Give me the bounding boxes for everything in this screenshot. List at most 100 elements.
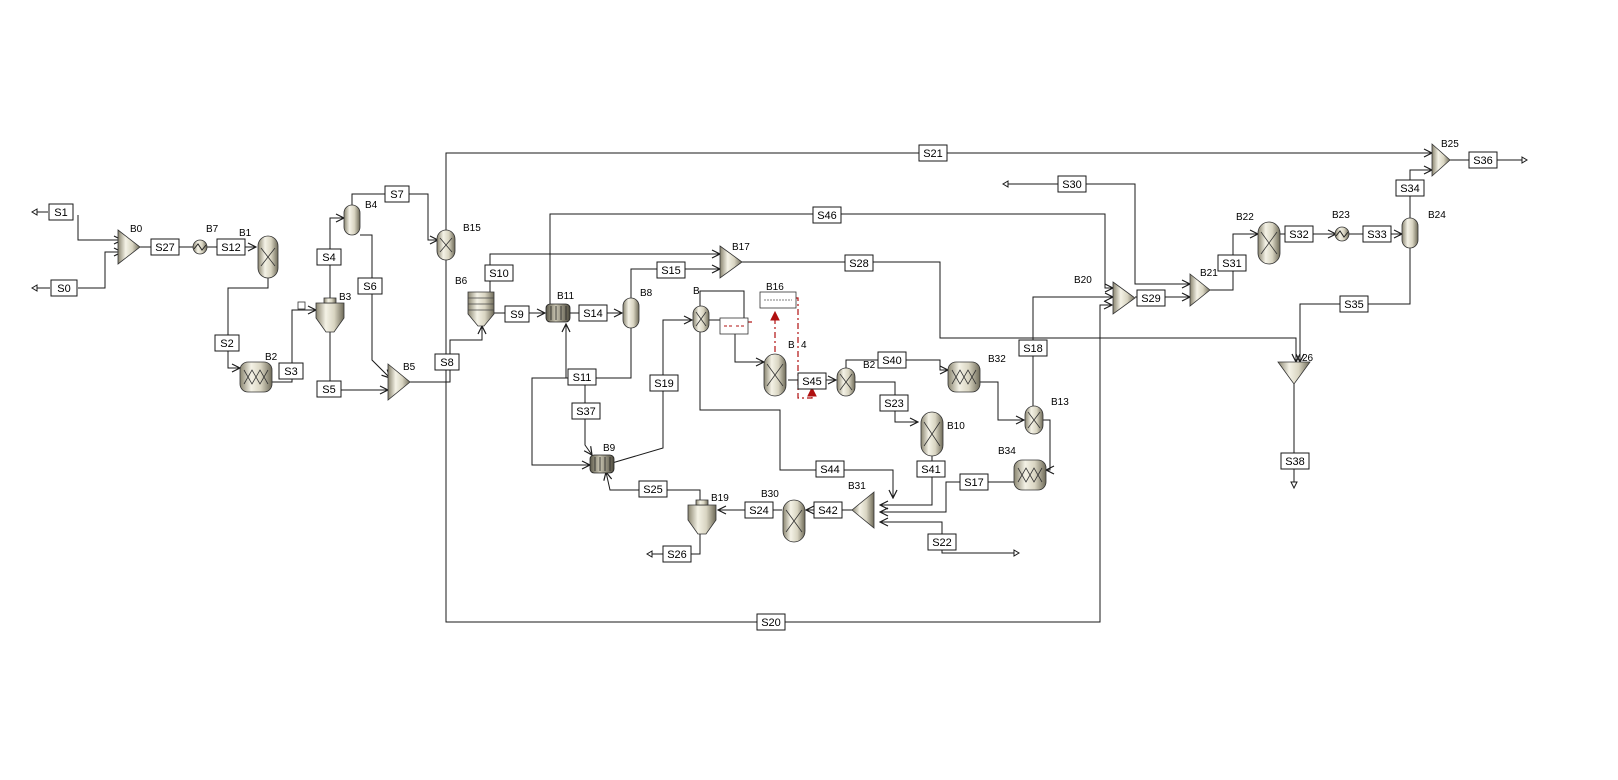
separator-b19[interactable] (687, 504, 717, 535)
stream-label-s38[interactable]: S38 (1280, 452, 1310, 470)
stream-label-s10[interactable]: S10 (484, 264, 514, 282)
stream-label-s11[interactable]: S11 (567, 368, 597, 386)
stream-label-s1[interactable]: S1 (48, 203, 74, 221)
stream-line-s17[interactable] (880, 481, 1014, 512)
separator-b6[interactable] (467, 291, 495, 327)
separator-b3-port (297, 301, 306, 310)
stream-label-s20[interactable]: S20 (756, 613, 786, 631)
heat-exchanger-b9[interactable] (589, 454, 615, 474)
stream-line-s11[interactable] (566, 324, 632, 379)
stream-label-s34[interactable]: S34 (1395, 179, 1425, 197)
reactor-b32-pattern (951, 369, 977, 385)
stream-label-s17[interactable]: S17 (959, 473, 989, 491)
stream-label-s23[interactable]: S23 (879, 394, 909, 412)
stream-line-s20[interactable] (445, 258, 1112, 623)
stream-label-s36[interactable]: S36 (1468, 151, 1498, 169)
stream-label-s4[interactable]: S4 (316, 248, 342, 266)
stream-label-s42[interactable]: S42 (813, 501, 843, 519)
stream-label-s44[interactable]: S44 (815, 460, 845, 478)
stream-label-s27-text: S27 (155, 242, 175, 254)
stream-label-s18[interactable]: S18 (1018, 339, 1048, 357)
mixer-b20[interactable] (1112, 281, 1136, 315)
stream-line-s34[interactable] (1409, 170, 1432, 218)
stream-label-s3-text: S3 (284, 366, 297, 378)
stream-label-s7[interactable]: S7 (384, 185, 410, 203)
stream-line-s3[interactable] (270, 310, 316, 383)
stream-line-s10[interactable] (489, 254, 720, 296)
stream-label-s8[interactable]: S8 (434, 353, 460, 371)
feed-arrow-s1 (31, 208, 38, 216)
stream-label-s24[interactable]: S24 (744, 501, 774, 519)
stream-label-s1-text: S1 (54, 207, 67, 219)
reactor-b22-pattern (1260, 231, 1278, 255)
stream-label-s28[interactable]: S28 (844, 254, 874, 272)
stream-line-s8[interactable] (410, 326, 482, 383)
mixer-b25[interactable] (1431, 143, 1451, 177)
flash-b24[interactable] (1401, 217, 1419, 249)
heater-b23-zigzag (1335, 230, 1349, 238)
mixer-b5[interactable] (387, 363, 411, 401)
stream-label-s41[interactable]: S41 (916, 460, 946, 478)
stream-label-s26[interactable]: S26 (662, 545, 692, 563)
stream-line-s21[interactable] (445, 153, 1432, 232)
block-label-b18: B (693, 286, 700, 297)
stream-label-s15[interactable]: S15 (656, 261, 686, 279)
block-label-b23: B23 (1332, 210, 1350, 221)
stream-label-s19[interactable]: S19 (649, 374, 679, 392)
reactor-b10-pattern (923, 421, 941, 447)
stream-line-s4[interactable] (329, 218, 344, 300)
stream-label-s31[interactable]: S31 (1217, 254, 1247, 272)
stream-label-s30-text: S30 (1062, 179, 1082, 191)
stream-line-s7[interactable] (351, 193, 438, 240)
mixer-b31[interactable] (851, 491, 875, 529)
stream-label-s12[interactable]: S12 (216, 238, 246, 256)
signal-lines (748, 297, 812, 399)
stream-label-s33[interactable]: S33 (1362, 225, 1392, 243)
stream-label-s45[interactable]: S45 (797, 372, 827, 390)
calculator-block[interactable] (719, 317, 749, 335)
stream-line-s40[interactable] (845, 359, 948, 370)
flash-b4[interactable] (343, 204, 361, 236)
stream-line-s18[interactable] (1032, 297, 1113, 408)
separator-b3-top (323, 297, 337, 304)
stream-label-s0[interactable]: S0 (50, 279, 78, 297)
block-label-b10: B10 (947, 421, 965, 432)
stream-label-s3[interactable]: S3 (278, 362, 304, 380)
stream-label-s29[interactable]: S29 (1136, 289, 1166, 307)
stream-label-s22[interactable]: S22 (927, 533, 957, 551)
stream-label-s27[interactable]: S27 (150, 238, 180, 256)
stream-line-s44[interactable] (699, 330, 893, 498)
stream-label-s33-text: S33 (1367, 229, 1387, 241)
stream-label-s35[interactable]: S35 (1339, 295, 1369, 313)
mixer-b26[interactable] (1277, 361, 1311, 385)
stream-line-s1[interactable] (77, 215, 122, 240)
stream-line-s30[interactable] (1008, 183, 1190, 284)
stream-label-s6[interactable]: S6 (357, 277, 383, 295)
mixer-b0[interactable] (117, 229, 141, 265)
stream-line-s2[interactable] (227, 278, 269, 368)
stream-label-s21[interactable]: S21 (918, 144, 948, 162)
flash-b8[interactable] (622, 297, 640, 329)
stream-line-s6[interactable] (360, 234, 390, 378)
stream-label-s25[interactable]: S25 (638, 480, 668, 498)
stream-label-s37[interactable]: S37 (571, 402, 601, 420)
stream-line-s46[interactable] (549, 213, 1113, 307)
separator-b3[interactable] (315, 302, 345, 333)
stream-label-s30[interactable]: S30 (1057, 175, 1087, 193)
mixer-b21[interactable] (1189, 273, 1211, 307)
stream-line-s0[interactable] (78, 252, 122, 289)
stream-label-s23-text: S23 (884, 398, 904, 410)
stream-label-s9[interactable]: S9 (504, 305, 530, 323)
stream-label-s2[interactable]: S2 (214, 334, 240, 352)
product-arrow-s22 (1013, 549, 1020, 557)
stream-label-s40[interactable]: S40 (877, 351, 907, 369)
stream-label-s32-text: S32 (1289, 229, 1309, 241)
stream-label-s5[interactable]: S5 (316, 380, 342, 398)
mixer-b17[interactable] (719, 245, 743, 279)
reactor-b34-pattern (1017, 467, 1043, 483)
stream-label-s46[interactable]: S46 (812, 206, 842, 224)
heat-exchanger-b11[interactable] (545, 303, 571, 323)
stream-label-s14[interactable]: S14 (578, 304, 608, 322)
stream-label-s32[interactable]: S32 (1284, 225, 1314, 243)
stream-line-s15[interactable] (630, 269, 720, 298)
